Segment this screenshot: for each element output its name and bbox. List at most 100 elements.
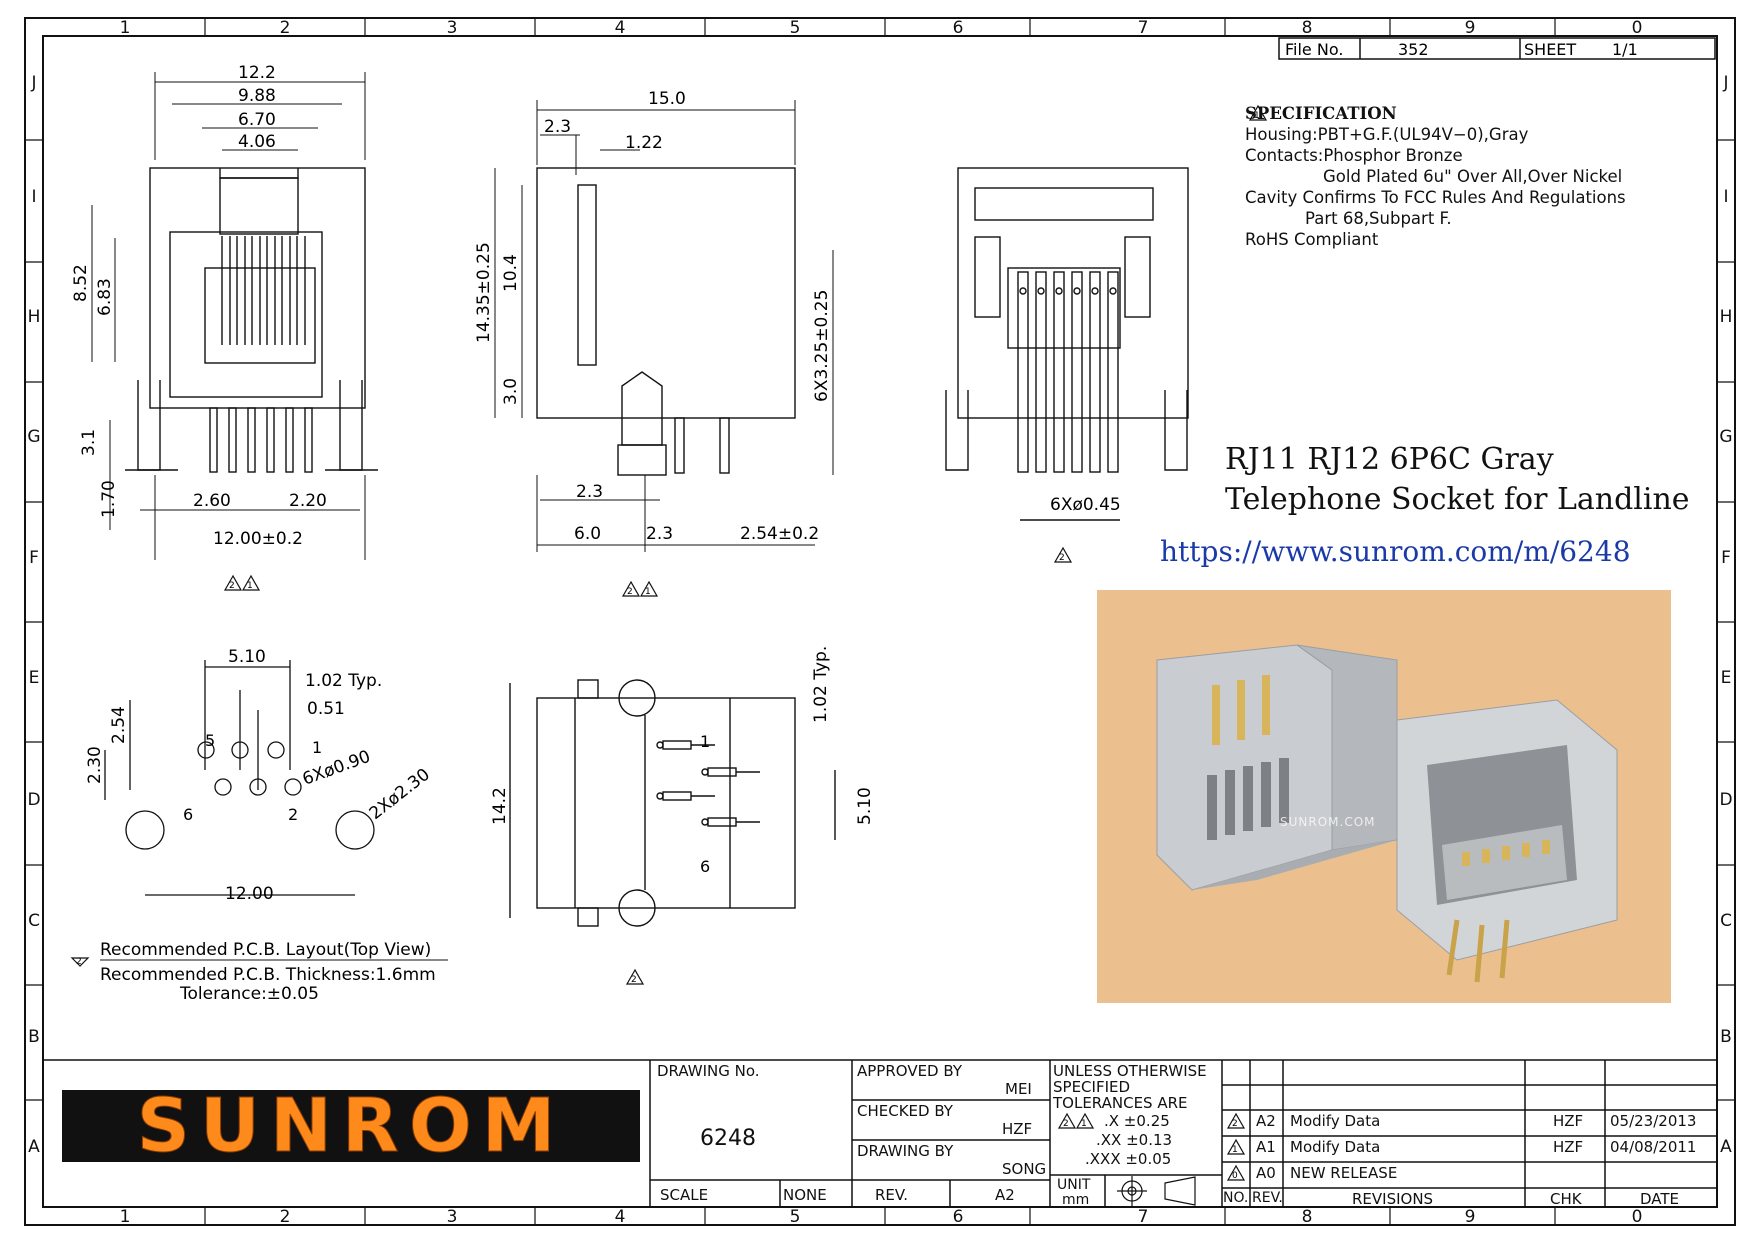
pcb-note-layout: Recommended P.C.B. Layout(Top View)	[100, 940, 431, 960]
tolerance-xx: .XX ±0.13	[1096, 1131, 1173, 1149]
dim-rear-6x0-45: 6Xø0.45	[1050, 495, 1121, 515]
pcb-pin-2: 2	[288, 805, 298, 824]
product-photo	[1097, 590, 1671, 1003]
file-number: 352	[1398, 40, 1429, 59]
zone-row-right: E	[1721, 668, 1732, 688]
rev-row-chk: HZF	[1553, 1112, 1584, 1130]
zone-col-top: 6	[953, 18, 964, 38]
rev-mark-front-1: 1	[247, 581, 253, 591]
spec-contacts: Contacts:Phosphor Bronze	[1245, 146, 1463, 165]
rev-col-revisions: REVISIONS	[1352, 1190, 1434, 1208]
dim-front-2-20: 2.20	[289, 491, 327, 511]
zone-col-top: 4	[615, 18, 626, 38]
rev-row-desc: Modify Data	[1290, 1112, 1381, 1130]
pcb-pin-6: 6	[183, 805, 193, 824]
zone-col-bottom: 0	[1632, 1207, 1643, 1227]
sheet-label: SHEET	[1524, 40, 1576, 59]
rev-row-no: 1	[1232, 1145, 1238, 1155]
tolerance-line2: SPECIFIED	[1053, 1078, 1131, 1096]
dim-front-9-88: 9.88	[238, 86, 276, 106]
pcb-layout	[104, 660, 375, 896]
product-photo-illustration	[1156, 644, 1618, 983]
rear-view	[945, 167, 1189, 521]
drawn-by: SONG	[1002, 1160, 1047, 1178]
photo-watermark: SUNROM.COM	[1280, 815, 1376, 829]
pcb-pin-1: 1	[312, 738, 322, 757]
zone-row-left: A	[28, 1137, 40, 1157]
rev-mark-pcb-2: 2	[76, 957, 82, 967]
dim-front-8-52: 8.52	[71, 264, 91, 302]
zone-row-right: I	[1723, 187, 1728, 207]
tol-mark-2: 2	[1063, 1119, 1069, 1129]
dim-side-2-3-top: 2.3	[544, 117, 571, 137]
dim-side-2-3-b: 2.3	[646, 524, 673, 544]
rev-row-triangle	[1226, 1112, 1246, 1129]
rev-col-date: DATE	[1640, 1190, 1680, 1208]
front-view	[125, 167, 378, 473]
dim-pcb-12-00: 12.00	[225, 884, 274, 904]
zone-col-top: 0	[1632, 18, 1643, 38]
bottom-pin-6: 6	[700, 857, 710, 876]
zone-col-top: 1	[120, 18, 131, 38]
zone-row-right: J	[1722, 73, 1728, 93]
zone-row-left: G	[27, 427, 40, 447]
zone-col-bottom: 2	[280, 1207, 291, 1227]
scale-value: NONE	[783, 1186, 827, 1204]
spec-rohs: RoHS Compliant	[1245, 230, 1379, 249]
sheet-value: 1/1	[1612, 40, 1638, 59]
zone-row-left: J	[30, 73, 36, 93]
pcb-pin-5: 5	[205, 731, 215, 750]
dim-front-6-70: 6.70	[238, 110, 276, 130]
tolerance-x: .X ±0.25	[1104, 1112, 1170, 1130]
rev-row-chk: HZF	[1553, 1138, 1584, 1156]
drawn-label: DRAWING BY	[857, 1142, 954, 1160]
dim-pcb-0-51: 0.51	[307, 699, 345, 719]
rev-mark-spec-1: 1	[1254, 111, 1260, 121]
spec-plating: Gold Plated 6u" Over All,Over Nickel	[1323, 167, 1623, 186]
pcb-note-thickness: Recommended P.C.B. Thickness:1.6mm	[100, 965, 436, 985]
unit-symbol	[1117, 1176, 1196, 1206]
tolerance-triangles	[1057, 1112, 1095, 1129]
rev-row-rev: A1	[1256, 1138, 1276, 1156]
zone-col-bottom: 6	[953, 1207, 964, 1227]
checked-by: HZF	[1002, 1120, 1033, 1138]
rev-mark-bottom-2: 2	[631, 975, 637, 985]
rev-row-desc: NEW RELEASE	[1290, 1164, 1398, 1182]
file-label: File No.	[1285, 40, 1343, 59]
rev-col-chk: CHK	[1550, 1190, 1582, 1208]
tolerance-line1: UNLESS OTHERWISE	[1053, 1062, 1207, 1080]
sunrom-logo: SUNROM	[62, 1089, 640, 1164]
dim-side-6x3-25: 6X3.25±0.25	[812, 290, 832, 402]
scale-label: SCALE	[660, 1186, 709, 1204]
product-url[interactable]: https://www.sunrom.com/m/6248	[1160, 535, 1631, 568]
zone-markers	[25, 18, 1735, 1225]
zone-row-right: D	[1719, 790, 1732, 810]
rev-mark-side-1: 1	[645, 587, 651, 597]
dim-pcb-1-02: 1.02 Typ.	[305, 671, 382, 691]
zone-col-top: 2	[280, 18, 291, 38]
specification-block: SPECIFICATION Housing:PBT+G.F.(UL94V−0),…	[1245, 103, 1715, 250]
dim-front-12-2: 12.2	[238, 63, 276, 83]
dim-bottom-1-02: 1.02 Typ.	[811, 646, 831, 723]
unit-label: UNIT	[1057, 1177, 1091, 1193]
zone-row-right: B	[1720, 1027, 1732, 1047]
zone-col-top: 9	[1465, 18, 1476, 38]
dim-side-3-0: 3.0	[501, 378, 521, 405]
dim-pcb-2-54: 2.54	[109, 706, 129, 744]
rev-row-no: 2	[1232, 1119, 1238, 1129]
rev-label: REV.	[875, 1186, 908, 1204]
zone-row-right: F	[1721, 548, 1731, 568]
dim-pcb-5-10: 5.10	[228, 647, 266, 667]
rev-row-desc: Modify Data	[1290, 1138, 1381, 1156]
pcb-note-tolerance: Tolerance:±0.05	[179, 984, 319, 1004]
unit-value: mm	[1062, 1192, 1090, 1208]
zone-col-bottom: 1	[120, 1207, 131, 1227]
zone-col-top: 3	[447, 18, 458, 38]
zone-row-right: A	[1720, 1137, 1732, 1157]
approved-by: MEI	[1005, 1080, 1032, 1098]
zone-row-right: C	[1720, 911, 1732, 931]
zone-col-top: 5	[790, 18, 801, 38]
approved-label: APPROVED BY	[857, 1062, 963, 1080]
zone-col-bottom: 3	[447, 1207, 458, 1227]
product-title: RJ11 RJ12 6P6C Gray Telephone Socket for…	[1225, 440, 1725, 520]
